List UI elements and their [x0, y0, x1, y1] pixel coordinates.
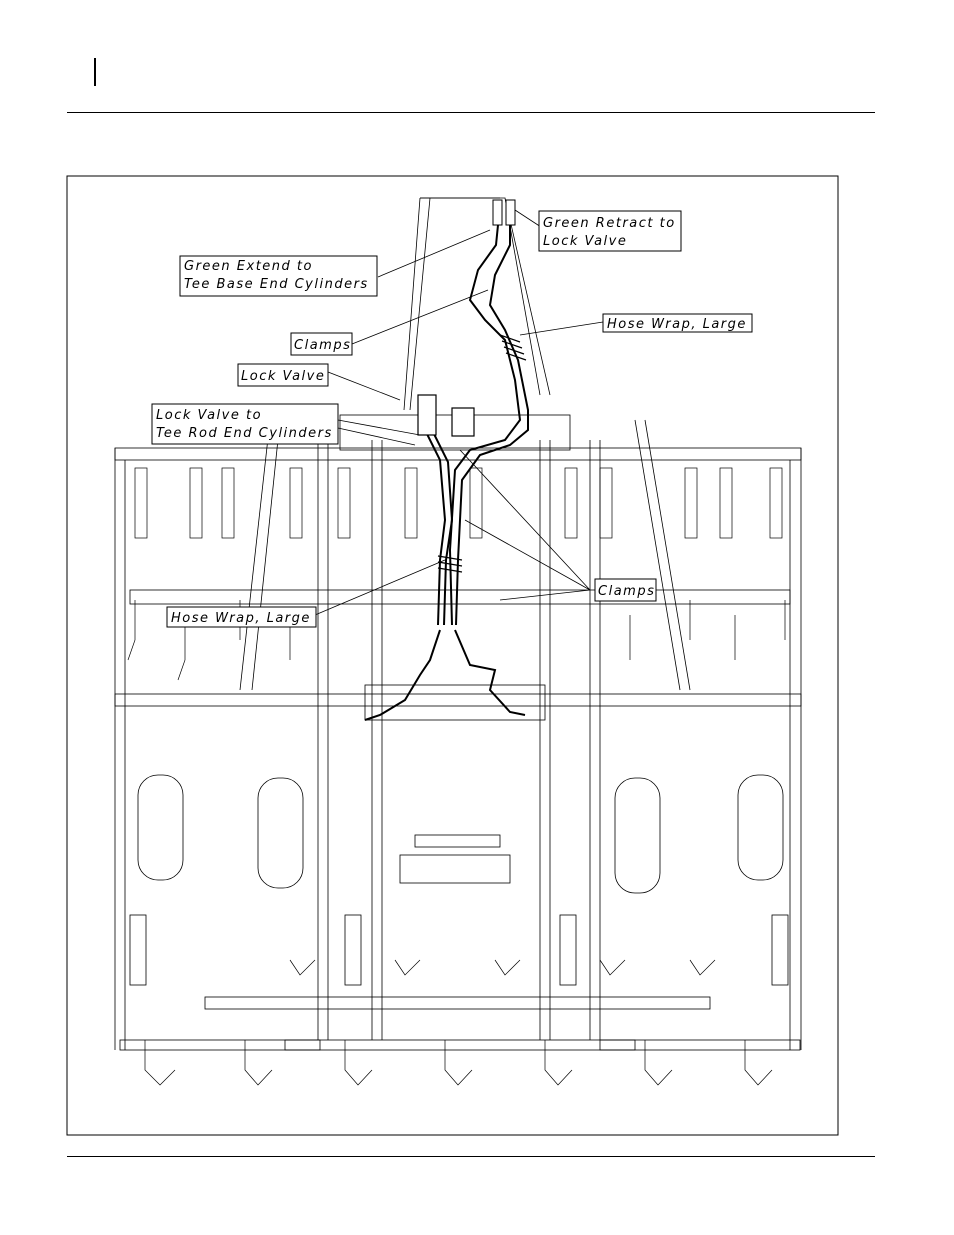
callout-green-extend-line1: Green Extend to	[184, 259, 313, 274]
callout-lock-valve: Lock Valve	[241, 369, 325, 384]
callout-clamps-right: Clamps	[598, 584, 655, 599]
callout-lock-valve-to-rod-line1: Lock Valve to	[156, 408, 262, 423]
hydraulic-hoses	[365, 225, 528, 720]
callout-clamps-top: Clamps	[294, 338, 351, 353]
callout-lock-valve-to-rod-line2: Tee Rod End Cylinders	[156, 426, 333, 441]
spring-shank-row	[135, 468, 782, 538]
callout-hose-wrap-bottom: Hose Wrap, Large	[171, 611, 311, 626]
sweep-shanks	[128, 600, 785, 1085]
callout-hose-wrap-top: Hose Wrap, Large	[607, 317, 747, 332]
quick-couplers	[493, 200, 515, 225]
callout-green-retract-line2: Lock Valve	[543, 234, 627, 249]
lock-valve-body	[418, 395, 474, 436]
hitch-tongue	[404, 198, 550, 410]
rear-frame-rail	[115, 694, 801, 706]
gauge-wheels	[138, 775, 783, 893]
callout-green-extend-line2: Tee Base End Cylinders	[184, 277, 369, 292]
callout-green-retract-line1: Green Retract to	[543, 216, 676, 231]
